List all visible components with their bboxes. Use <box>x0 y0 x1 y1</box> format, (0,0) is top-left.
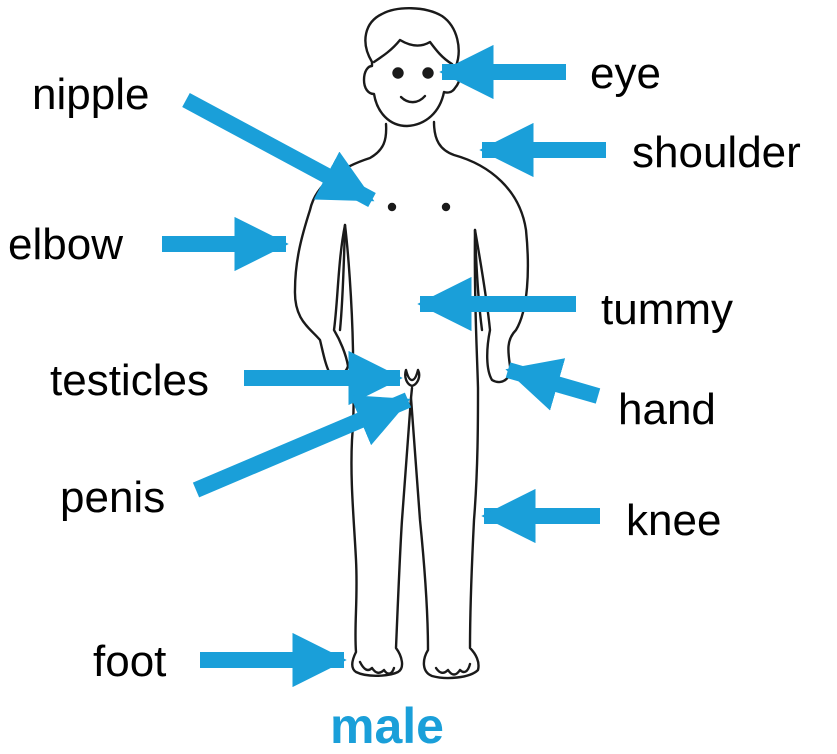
toes-right <box>436 664 470 675</box>
toes-left <box>360 662 394 674</box>
nipple-left <box>389 204 395 210</box>
pointer-arrows <box>162 72 606 660</box>
eye-right <box>424 69 433 78</box>
label-hand: hand <box>618 388 716 432</box>
label-elbow: elbow <box>8 223 123 267</box>
nipple-right <box>443 204 449 210</box>
body-silhouette <box>295 122 528 678</box>
label-shoulder: shoulder <box>632 131 801 175</box>
arrow-nipple <box>186 100 372 200</box>
label-penis: penis <box>60 476 165 520</box>
leg-divider <box>411 388 412 398</box>
label-nipple: nipple <box>32 73 149 117</box>
arrow-hand <box>508 370 598 396</box>
eye-left <box>394 69 403 78</box>
caption: male <box>330 701 444 751</box>
genitals <box>405 370 419 386</box>
label-knee: knee <box>626 499 721 543</box>
label-testicles: testicles <box>50 359 209 403</box>
hair <box>374 40 452 64</box>
label-eye: eye <box>590 52 661 96</box>
label-foot: foot <box>93 640 166 684</box>
male-body-outline <box>295 8 528 678</box>
arrow-penis <box>196 400 408 490</box>
mouth <box>401 96 425 102</box>
label-tummy: tummy <box>601 288 733 332</box>
